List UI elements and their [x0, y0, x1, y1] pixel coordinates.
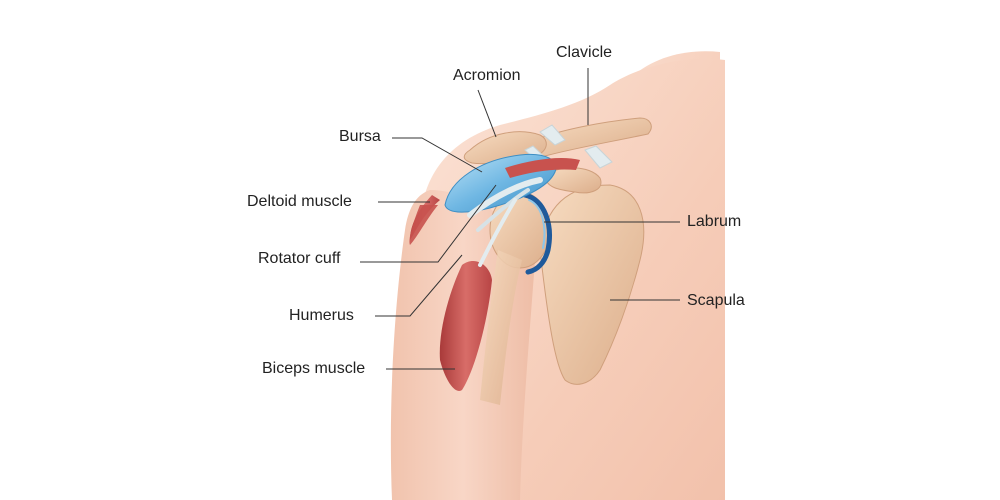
label-deltoid-muscle: Deltoid muscle [247, 193, 352, 210]
ligament-3 [539, 124, 566, 146]
labrum-cartilage [522, 192, 552, 275]
label-humerus: Humerus [289, 307, 354, 324]
ligament-2 [584, 145, 613, 169]
leader-lines [360, 68, 680, 370]
biceps-tendon [478, 198, 517, 267]
label-labrum: Labrum [687, 213, 742, 230]
humerus-shaft [480, 250, 522, 405]
label-rotator-cuff: Rotator cuff [258, 250, 341, 267]
rotator-cuff-tendon-2 [476, 188, 530, 232]
leader-bursa [392, 137, 483, 173]
label-bursa: Bursa [339, 128, 381, 145]
deltoid-muscle-band [409, 205, 438, 245]
leader-humerus [375, 254, 463, 317]
label-clavicle: Clavicle [556, 44, 613, 61]
rotator-cuff-tendon [467, 177, 543, 218]
rotator-cuff-muscle [505, 157, 580, 178]
biceps-muscle [439, 260, 492, 391]
leader-rotator-cuff [360, 184, 497, 263]
labrum-highlight [528, 199, 546, 249]
leader-acromion [477, 89, 497, 138]
label-acromion: Acromion [453, 67, 521, 84]
label-biceps-muscle: Biceps muscle [262, 360, 366, 377]
label-scapula: Scapula [687, 292, 745, 309]
